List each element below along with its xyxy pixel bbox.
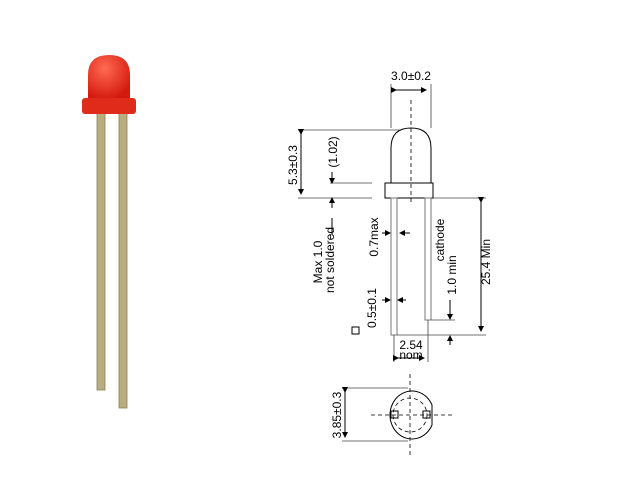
cathode-label: cathode: [433, 218, 447, 261]
side-view: 3.0±0.2 5.3±0.3 (1.02) Max 1.0 not solde…: [286, 69, 493, 362]
pitch-label: 2.54: [399, 338, 423, 352]
led-lens: [88, 55, 130, 100]
led-photo: [82, 55, 136, 409]
pitch-nom-label: nom: [399, 348, 422, 362]
led-flange: [82, 98, 136, 114]
anode-lead: [96, 111, 106, 391]
not-soldered-line2: not soldered: [323, 227, 337, 293]
flange-height-label: (1.02): [326, 136, 340, 167]
lead-max-label: 0.7max: [367, 217, 381, 256]
not-soldered-line1: Max 1.0: [311, 240, 325, 283]
lead-length-label: 25.4 Min: [479, 239, 493, 285]
body-height-label: 5.3±0.3: [286, 145, 300, 185]
lead-width-label: 0.5±0.1: [365, 288, 379, 328]
square-lead-symbol: [351, 326, 360, 335]
flange-diameter-label: 3.85±0.3: [330, 391, 344, 438]
cathode-lead: [118, 111, 128, 409]
bottom-view: 3.85±0.3: [330, 374, 453, 458]
cathode-offset-label: 1.0 min: [445, 255, 459, 294]
lens-diameter-label: 3.0±0.2: [391, 69, 431, 83]
